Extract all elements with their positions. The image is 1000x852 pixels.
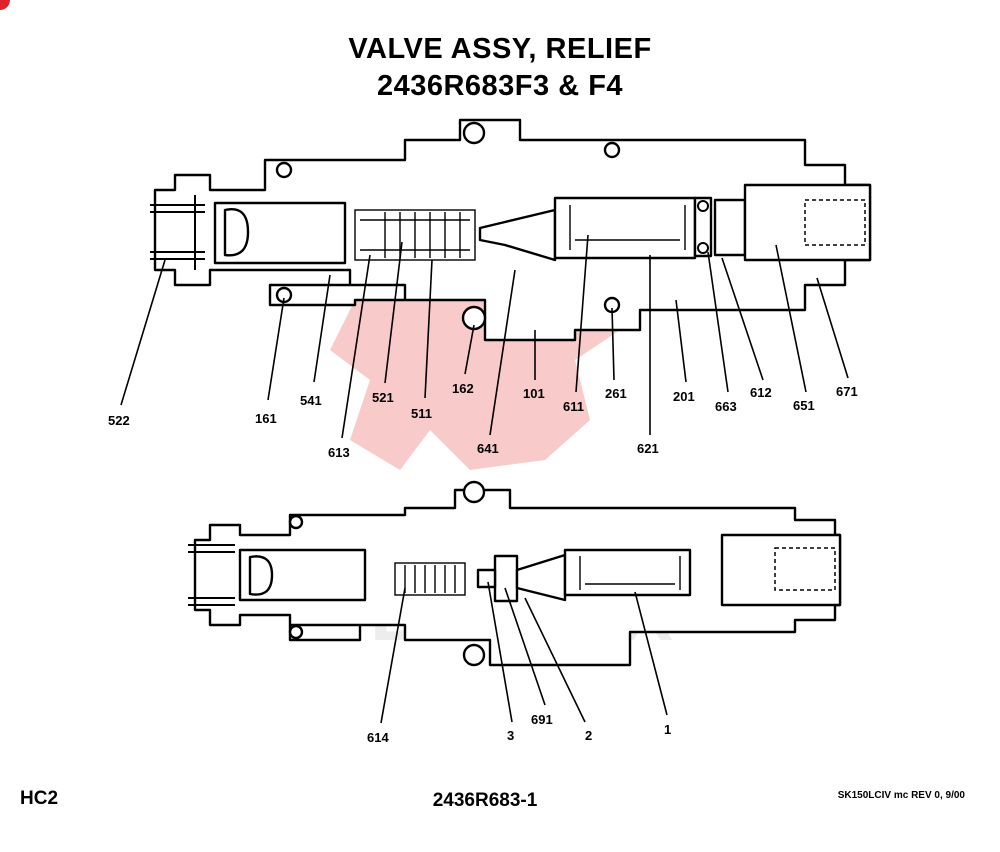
bottom-main-spool xyxy=(563,548,692,597)
title-line-1: VALVE ASSY, RELIEF xyxy=(348,33,652,65)
top-left-piston-cap xyxy=(223,208,250,257)
callout-541: 541 xyxy=(300,393,322,408)
top-oring-left xyxy=(275,161,293,179)
bottom-cap xyxy=(720,533,842,607)
top-oring-right xyxy=(603,141,621,159)
leader-201 xyxy=(675,299,687,383)
callout-261: 261 xyxy=(605,386,627,401)
top-left-fitting xyxy=(150,195,205,270)
top-cap-651 xyxy=(743,183,872,262)
leader-511 xyxy=(424,259,433,399)
leader-614 xyxy=(380,587,406,724)
callout-651: 651 xyxy=(793,398,815,413)
bottom-spring-chamber xyxy=(394,562,466,596)
top-oring-663-a xyxy=(697,200,709,212)
top-valve-assembly xyxy=(150,118,872,342)
bottom-oring-left-bottom xyxy=(288,624,304,640)
bottom-plug-3 xyxy=(476,568,497,589)
footer-left-code: HC2 xyxy=(20,788,59,809)
bottom-callouts: 614 3 691 2 1 xyxy=(367,712,671,745)
callout-101: 101 xyxy=(523,386,545,401)
callout-511: 511 xyxy=(411,406,432,421)
callout-3: 3 xyxy=(507,728,514,743)
corner-badge-icon xyxy=(0,0,10,10)
callout-614: 614 xyxy=(367,730,389,745)
callout-1: 1 xyxy=(664,722,671,737)
bottom-spool-bands xyxy=(579,556,681,590)
leader-261 xyxy=(611,307,615,381)
callout-671: 671 xyxy=(836,384,858,399)
leader-671 xyxy=(816,277,849,379)
leader-522 xyxy=(120,259,166,406)
leader-691 xyxy=(504,587,546,706)
top-main-spool xyxy=(553,196,697,260)
top-spring-coils xyxy=(360,212,470,258)
callout-621: 621 xyxy=(637,441,659,456)
bottom-adjust-nut-691 xyxy=(493,554,519,603)
leader-612 xyxy=(721,257,764,381)
leader-3 xyxy=(487,581,513,723)
callout-2: 2 xyxy=(585,728,592,743)
leader-663 xyxy=(707,251,729,393)
top-spool-bands xyxy=(569,205,686,250)
bottom-oring-bottom xyxy=(462,643,486,667)
callout-201: 201 xyxy=(673,389,695,404)
leader-651 xyxy=(775,244,807,393)
top-oring-663 xyxy=(693,196,713,258)
bottom-left-fitting xyxy=(188,544,235,606)
top-oring-663-b xyxy=(697,242,709,254)
bottom-leader-lines xyxy=(380,581,668,724)
leader-611 xyxy=(575,234,589,393)
top-leader-lines xyxy=(120,234,849,439)
callout-691: 691 xyxy=(531,712,553,727)
leader-161 xyxy=(267,297,285,401)
callout-162: 162 xyxy=(452,381,474,396)
callout-522: 522 xyxy=(108,413,130,428)
leader-162 xyxy=(464,324,475,375)
leader-1 xyxy=(634,591,668,716)
callout-613: 613 xyxy=(328,445,350,460)
leader-521 xyxy=(384,241,403,384)
callout-161: 161 xyxy=(255,411,277,426)
callout-641: 641 xyxy=(477,441,499,456)
callout-521: 521 xyxy=(372,390,394,405)
bottom-cap-hidden-bore xyxy=(774,547,836,591)
bottom-oring-left-top xyxy=(288,514,304,530)
top-oring-top xyxy=(462,121,486,145)
footer-revision: SK150LCIV mc REV 0, 9/00 xyxy=(837,790,965,801)
bottom-oring-top xyxy=(462,480,486,504)
callout-663: 663 xyxy=(715,399,737,414)
top-adjust-screw xyxy=(713,198,747,257)
callout-611: 611 xyxy=(563,399,584,414)
footer-drawing-number: 2436R683-1 xyxy=(432,790,538,811)
top-spring-chamber xyxy=(354,209,476,261)
bottom-spring-coils xyxy=(404,565,456,593)
top-poppet xyxy=(478,208,557,262)
title-line-2: 2436R683F3 & F4 xyxy=(376,70,624,102)
bottom-valve-assembly xyxy=(188,480,842,667)
top-cap-hidden-bore xyxy=(804,199,866,246)
leader-641 xyxy=(489,269,516,436)
leader-613 xyxy=(341,254,371,439)
leader-2 xyxy=(524,597,586,723)
bottom-poppet xyxy=(515,553,567,602)
top-callouts: 522 161 541 613 521 511 162 641 101 611 … xyxy=(108,381,858,460)
leader-541 xyxy=(313,274,331,383)
bottom-left-piston-cap xyxy=(248,555,274,596)
callout-612: 612 xyxy=(750,385,772,400)
